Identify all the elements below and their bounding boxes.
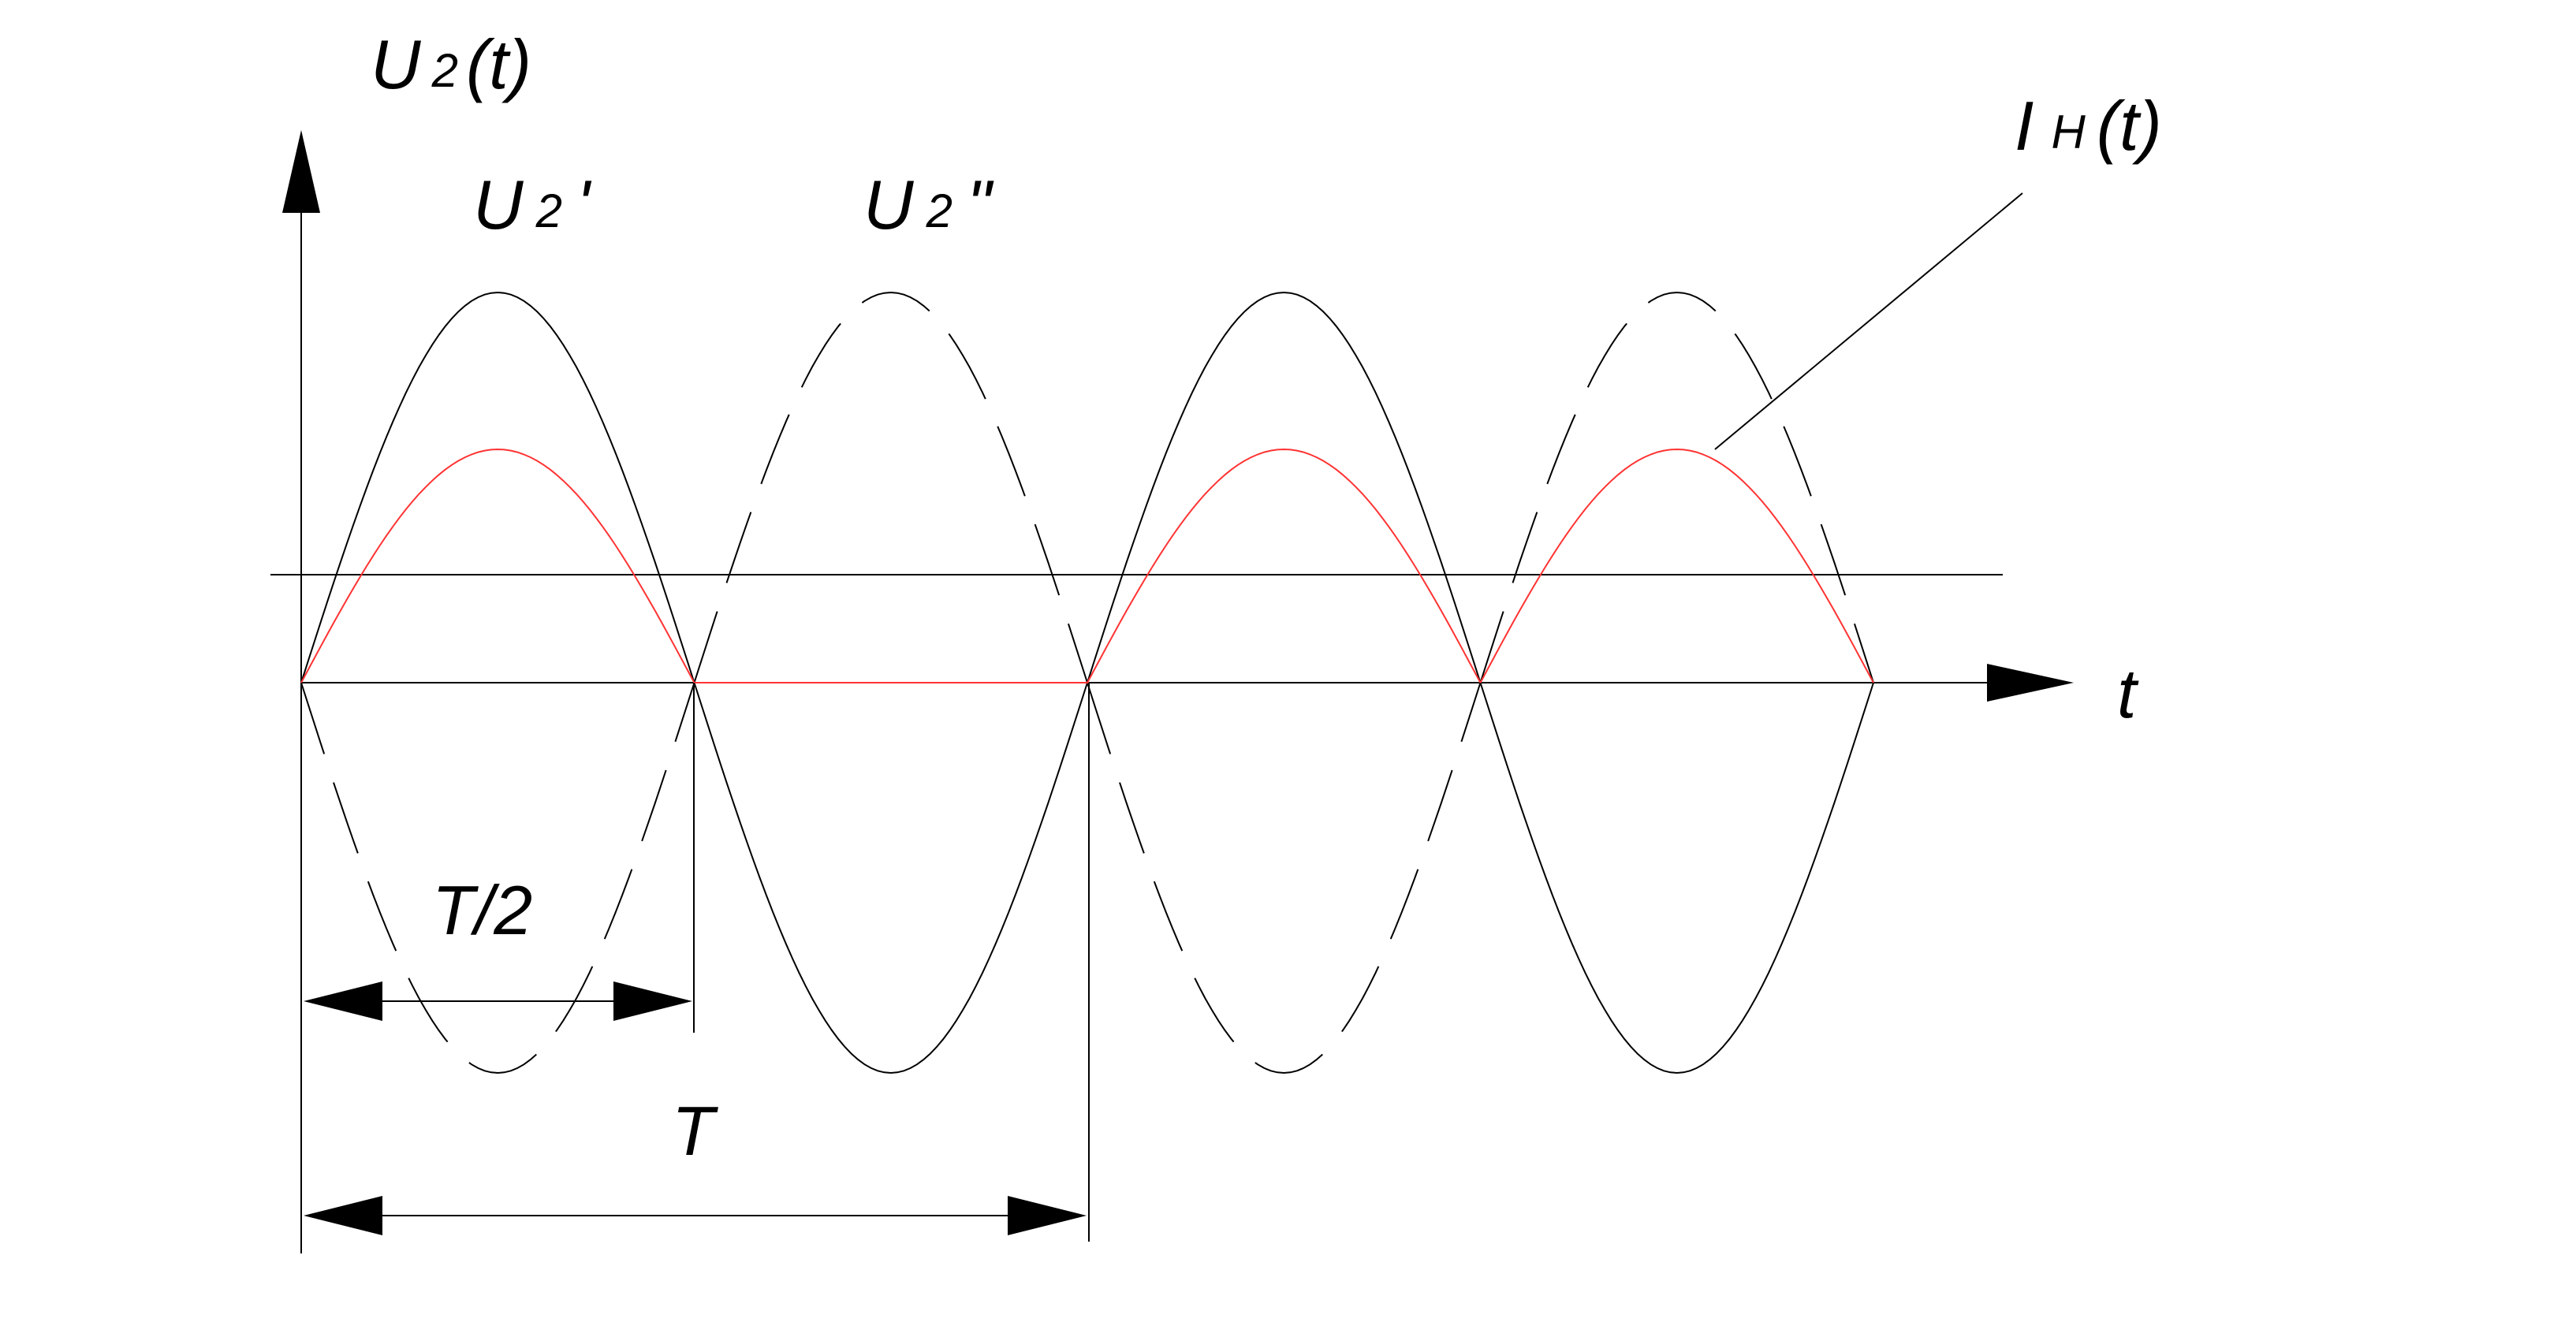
u2-prime-arch [300,291,695,683]
u2-prime-arch [1087,291,1482,683]
time-axis-arrow [1987,664,2074,702]
u2-double-dashed-waves [300,291,1874,1074]
u2-double-prime-arch [300,682,695,1074]
vertical-axis-arrow [282,130,320,213]
u2-prime-arch [1479,682,1874,1074]
period-arrow-right [1008,1196,1087,1235]
load-current-arch [1479,448,1874,683]
u2-double-prime-arch [1479,291,1874,683]
half-period-arrow-right [613,981,692,1021]
load-current-arch [300,448,695,683]
load-current-leader-line [1714,192,2023,450]
load-current-waves [300,448,1874,683]
half-period-arrow-left [304,981,382,1021]
period-label: T [672,1092,718,1170]
time-axis-label: t [2117,654,2139,732]
u2-prime-arch [693,682,1088,1074]
u2-double-prime-arch [693,291,1088,683]
u2-prime-solid-waves [300,291,1874,1074]
half-period-label: T/2 [432,871,532,949]
u2-double-prime-arch [1087,682,1482,1074]
period-arrow-left [304,1196,382,1235]
load-current-arch [1087,448,1482,683]
